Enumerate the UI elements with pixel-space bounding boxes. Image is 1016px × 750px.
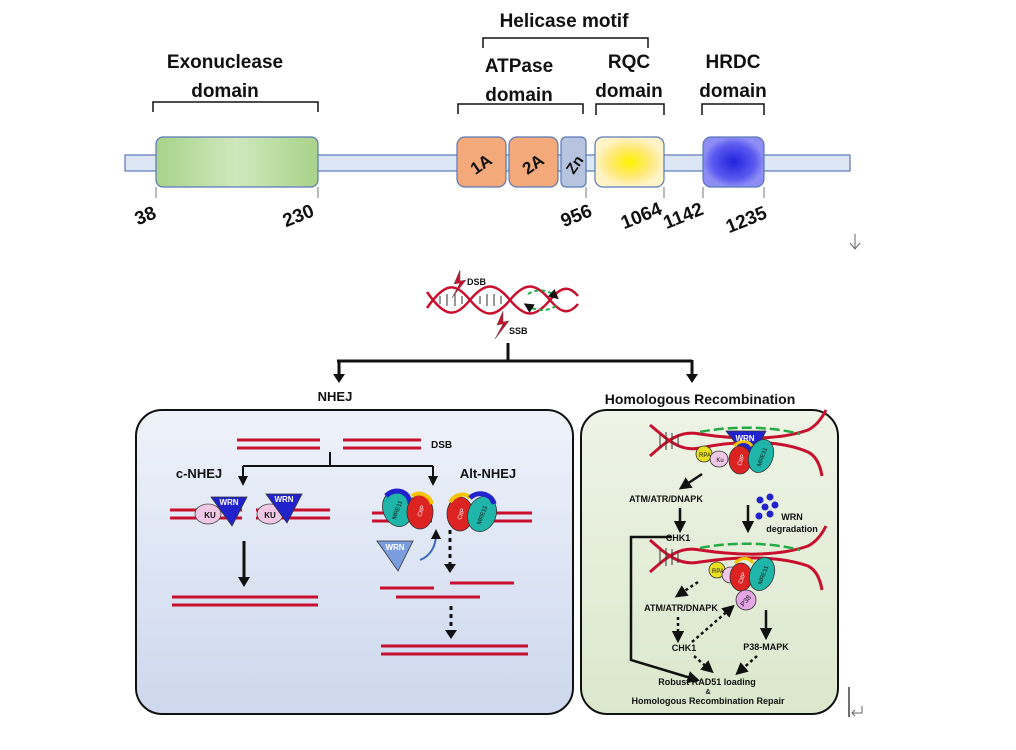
chk1-label-1: CHK1 <box>666 533 691 543</box>
position-956: 956 <box>558 201 595 232</box>
return-icon <box>851 706 863 717</box>
exonuclease-label-line1: Exonuclease <box>167 52 283 73</box>
position-1235: 1235 <box>723 203 770 238</box>
hr-dna-2: RPA CtIP MRE11 P38 <box>649 525 828 611</box>
alt-nhej-label: Alt-NHEJ <box>460 466 516 481</box>
subdomain-1a-box <box>456 136 507 188</box>
down-arrow-icon <box>849 234 861 250</box>
exonuclease-bracket <box>152 101 319 112</box>
wrn-label: WRN <box>385 543 404 552</box>
position-1064: 1064 <box>618 199 665 234</box>
domain-map: Helicase motif Exonuclease domain ATPase… <box>124 11 861 250</box>
nhej-label: NHEJ <box>318 389 353 404</box>
wrn-degradation-label-2: degradation <box>766 524 818 534</box>
lightning-icon <box>494 310 510 340</box>
wrn-label: WRN <box>219 498 238 507</box>
position-230: 230 <box>280 201 317 232</box>
wrn-degradation-label-1: WRN <box>781 512 803 522</box>
helicase-motif-label: Helicase motif <box>500 11 629 32</box>
atpase-label-line1: ATPase <box>485 56 553 77</box>
outcome-line-1: Robust RAD51 loading <box>658 677 756 687</box>
hrdc-domain-box <box>702 136 765 188</box>
ctip-label: CtIP <box>417 505 427 518</box>
exonuclease-domain-box <box>155 136 319 188</box>
position-1142: 1142 <box>661 199 707 234</box>
atm-atr-dnapk-label-1: ATM/ATR/DNAPK <box>629 494 703 504</box>
ku-label: KU <box>204 511 216 520</box>
rqc-bracket <box>595 103 665 115</box>
rpa-label: RPA <box>699 453 711 459</box>
hrdc-bracket <box>701 103 765 115</box>
position-38: 38 <box>132 203 159 230</box>
atm-atr-dnapk-label-2: ATM/ATR/DNAPK <box>644 603 718 613</box>
rqc-label-line2: domain <box>595 81 663 102</box>
nhej-panel: DSB c-NHEJ Alt-NHEJ KU WRN KU WRN <box>135 409 574 715</box>
wrn-label: WRN <box>735 434 754 443</box>
ctip-label: CtIP <box>457 508 467 521</box>
p38-mapk-label: P38-MAPK <box>743 642 789 652</box>
ku-wrn-complex-left: KU WRN <box>194 496 248 527</box>
hrdc-label-line2: domain <box>699 81 767 102</box>
mre11-ctip-complex-right: CtIP MRE11 <box>446 491 497 532</box>
lightning-icon <box>451 269 467 299</box>
exonuclease-label-line2: domain <box>191 81 259 102</box>
ctip-label: CtIP <box>737 454 747 467</box>
rqc-domain-box <box>594 136 665 188</box>
dsb-panel-label: DSB <box>431 440 452 451</box>
subdomain-2a-box <box>508 136 559 188</box>
atpase-label-line2: domain <box>485 85 553 106</box>
hr-label: Homologous Recombination <box>605 391 796 407</box>
outcome-line-3: Homologous Recombination Repair <box>631 696 785 706</box>
hr-panel: WRN RPA Ku CtIP MRE11 ATM/ATR/DNAPK CHK1… <box>580 409 839 715</box>
subdomain-zn-box <box>560 136 587 188</box>
c-nhej-label: c-NHEJ <box>176 466 222 481</box>
chk1-label-2: CHK1 <box>672 643 697 653</box>
ku-label: Ku <box>716 458 723 464</box>
rqc-label-line1: RQC <box>608 52 651 73</box>
hr-dna-1: WRN RPA Ku CtIP MRE11 <box>649 409 828 477</box>
ssb-label: SSB <box>509 326 528 336</box>
dsb-top-label: DSB <box>467 277 487 287</box>
wrn-degradation-dots <box>755 493 779 520</box>
atpase-bracket <box>457 103 584 114</box>
mre11-ctip-complex-left: MRE11 CtIP <box>382 488 434 530</box>
hrdc-label-line1: HRDC <box>706 52 761 73</box>
rpa-label: RPA <box>712 569 724 575</box>
helicase-bracket <box>482 37 649 48</box>
ku-wrn-complex-right: KU WRN <box>256 493 303 525</box>
ku-label: KU <box>264 511 276 520</box>
free-wrn: WRN <box>376 529 441 572</box>
ctip-label: CtIP <box>738 572 748 585</box>
outcome-line-2: & <box>705 689 710 696</box>
pathway-split-arrow <box>333 343 698 383</box>
wrn-label: WRN <box>274 495 293 504</box>
position-ticks <box>155 187 765 198</box>
damaged-dna <box>425 269 579 340</box>
